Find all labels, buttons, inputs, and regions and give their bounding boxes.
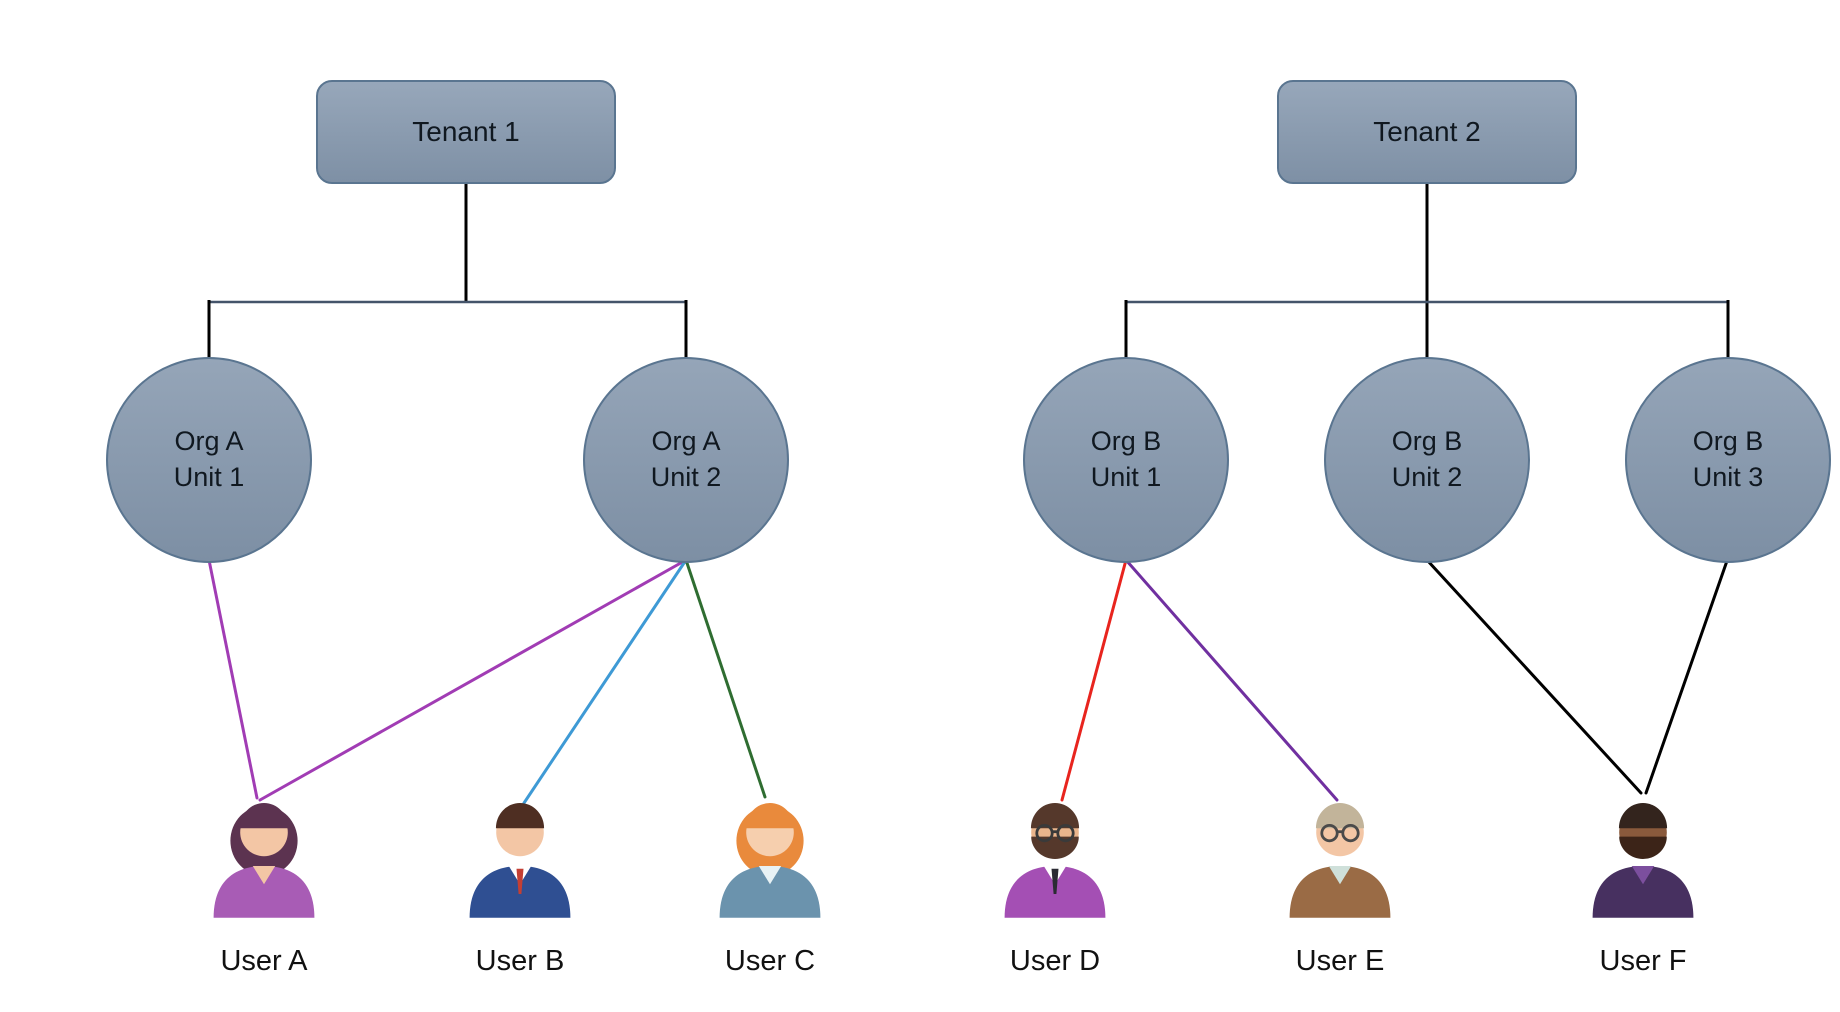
user-label-f: User F [1599,945,1687,977]
avatar-tie [1051,868,1059,894]
tenant-node-2: Tenant 2 [1277,80,1577,184]
avatar-hair [239,803,289,829]
org-unit-label-line1: Org A [174,426,244,457]
assignment-edge-orgB1-userE [1124,558,1339,802]
avatar-hair [1030,803,1080,829]
person-icon [1592,803,1694,918]
org-unit-label-line2: Unit 2 [1391,462,1463,492]
org-unit-label-line2: Unit 2 [650,462,722,492]
avatar-hair [495,803,545,829]
avatar-torso [719,866,821,918]
org-unit-node-orgB-unit1: Org B Unit 1 [1023,357,1229,563]
person-icon [1289,803,1391,918]
user-label-a: User A [220,945,308,977]
person-icon [719,803,821,918]
avatar-glasses [1035,824,1075,843]
avatar-beard [1031,836,1079,859]
org-unit-label-line2: Unit 1 [173,462,245,492]
avatar-glasses [1320,824,1360,843]
assignment-edge-orgA2-userA [258,558,688,802]
user-label-b: User B [475,945,565,977]
user-label-e: User E [1295,945,1385,977]
user-avatar-a [194,782,334,922]
assignment-edge-orgA1-userA [207,558,259,800]
assignment-edge-orgB2-userF [1425,558,1643,795]
avatar-torso [213,866,315,918]
avatar-hair [745,803,795,829]
tenant-node-1: Tenant 1 [316,80,616,184]
user-avatar-e [1270,782,1410,922]
user-label-d: User D [1009,945,1101,977]
org-unit-label-line1: Org B [1090,426,1162,457]
avatar-collar [252,866,276,885]
assignment-edge-orgA2-userC [684,558,767,799]
avatar-tie [516,868,524,894]
assignment-edge-orgB3-userF [1644,556,1730,795]
org-unit-node-orgB-unit2: Org B Unit 2 [1324,357,1530,563]
org-unit-label-line2: Unit 1 [1090,462,1162,492]
avatar-torso [1592,866,1694,918]
org-unit-label-line1: Org B [1391,426,1463,457]
org-unit-label-line1: Org A [651,426,721,457]
user-avatar-d [985,782,1125,922]
avatar-collar [1328,866,1352,885]
avatar-hair [1618,803,1668,829]
user-avatar-c [700,782,840,922]
tenant-label: Tenant 2 [1373,116,1481,147]
org-unit-label-line1: Org B [1692,426,1764,457]
avatar-collar [758,866,782,885]
user-label-c: User C [724,945,816,977]
org-unit-node-orgA-unit2: Org A Unit 2 [583,357,789,563]
assignment-edge-orgA2-userB [522,558,688,805]
avatar-collar [1631,866,1655,885]
person-icon [469,803,571,918]
person-icon [1004,803,1106,918]
tenant-label: Tenant 1 [412,116,520,147]
avatar-hair [1315,803,1365,829]
org-unit-node-orgB-unit3: Org B Unit 3 [1625,357,1831,563]
org-unit-label-line2: Unit 3 [1692,462,1764,492]
person-icon [213,803,315,918]
user-avatar-f [1573,782,1713,922]
avatar-beard [1619,836,1667,859]
assignment-edge-orgB1-userD [1060,558,1128,802]
user-avatar-b [450,782,590,922]
avatar-torso [1289,866,1391,918]
org-unit-node-orgA-unit1: Org A Unit 1 [106,357,312,563]
